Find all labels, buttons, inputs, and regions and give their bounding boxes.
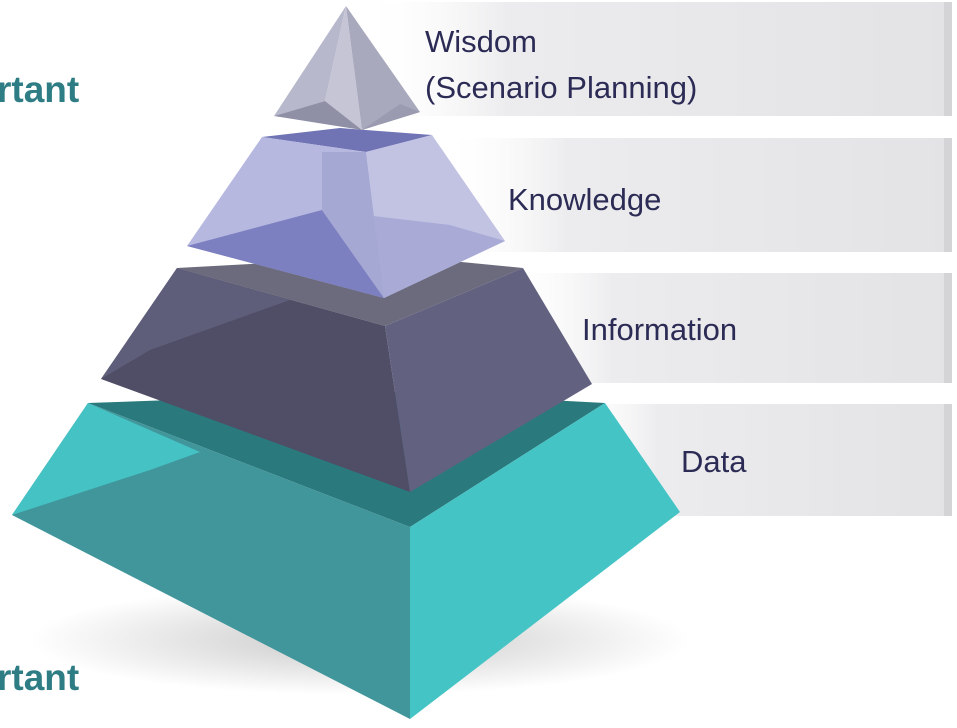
label-wisdom-line2: (Scenario Planning) <box>425 70 697 105</box>
side-text-top: rtant <box>0 69 79 110</box>
label-knowledge: Knowledge <box>508 182 661 217</box>
tier-wisdom <box>274 6 420 130</box>
label-information: Information <box>582 312 737 347</box>
tier-information <box>101 256 592 492</box>
label-data: Data <box>681 444 747 479</box>
side-text-bottom: rtant <box>0 657 79 698</box>
band-wisdom <box>360 2 952 116</box>
label-wisdom-line1: Wisdom <box>425 24 537 59</box>
band-knowledge <box>440 138 952 252</box>
tier-knowledge <box>187 128 505 298</box>
band-information <box>500 273 952 383</box>
